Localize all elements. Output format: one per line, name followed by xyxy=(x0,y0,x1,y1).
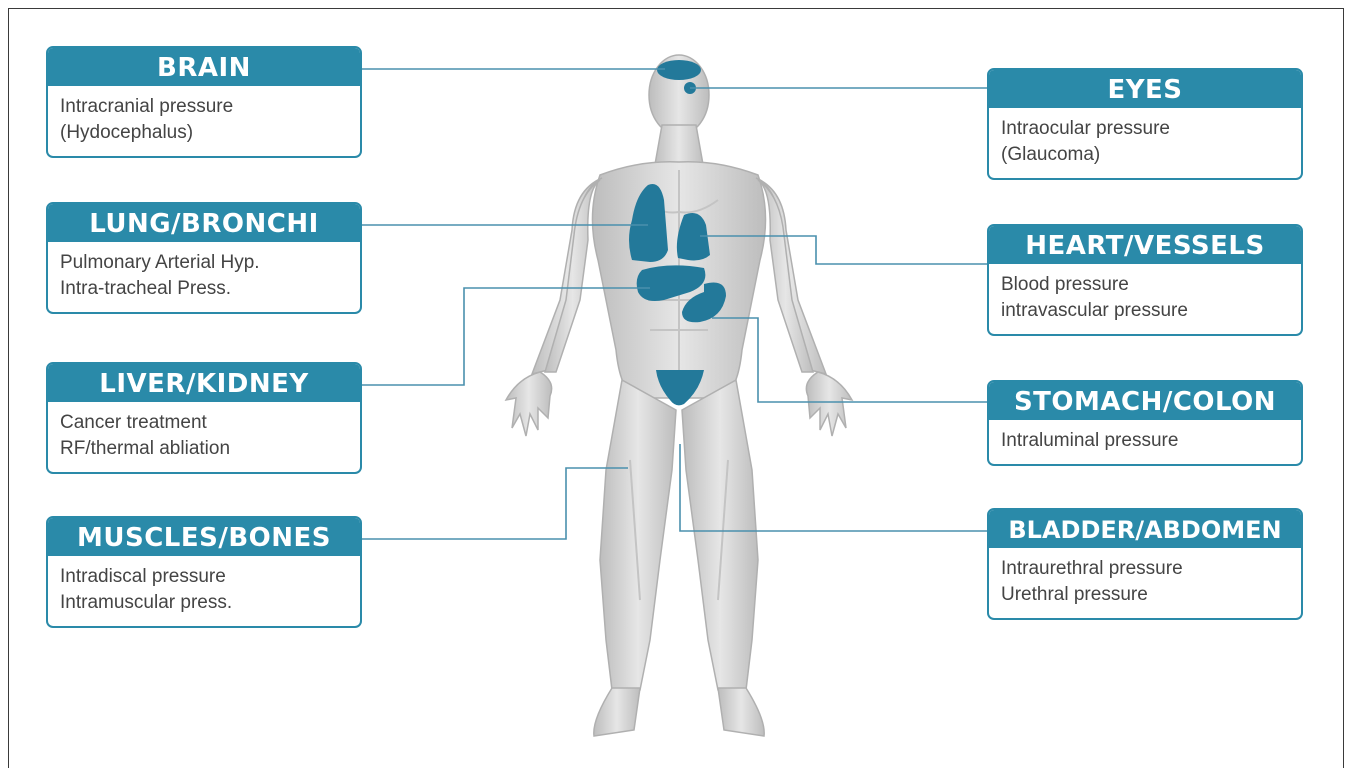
stomach-card-body: Intraluminal pressure xyxy=(989,420,1301,464)
left-arm-shape xyxy=(532,178,602,374)
lung-card-title: LUNG/BRONCHI xyxy=(48,204,360,242)
bladder-card: BLADDER/ABDOMEN Intraurethral pressure U… xyxy=(987,508,1303,620)
heart-card-title: HEART/VESSELS xyxy=(989,226,1301,264)
lung-card: LUNG/BRONCHI Pulmonary Arterial Hyp. Int… xyxy=(46,202,362,314)
heart-card-line: Blood pressure xyxy=(1001,272,1289,298)
bladder-card-line: Urethral pressure xyxy=(1001,582,1289,608)
right-foot-shape xyxy=(718,688,764,736)
bladder-card-body: Intraurethral pressure Urethral pressure xyxy=(989,548,1301,618)
bladder-card-line: Intraurethral pressure xyxy=(1001,556,1289,582)
stomach-connector xyxy=(712,318,988,402)
heart-card-body: Blood pressure intravascular pressure xyxy=(989,264,1301,334)
brain-organ xyxy=(657,60,701,80)
liver-card-title: LIVER/KIDNEY xyxy=(48,364,360,402)
lung-card-body: Pulmonary Arterial Hyp. Intra-tracheal P… xyxy=(48,242,360,312)
heart-card: HEART/VESSELS Blood pressure intravascul… xyxy=(987,224,1303,336)
brain-card-body: Intracranial pressure (Hydocephalus) xyxy=(48,86,360,156)
liver-card-line: Cancer treatment xyxy=(60,410,348,436)
brain-card: BRAIN Intracranial pressure (Hydocephalu… xyxy=(46,46,362,158)
liver-card: LIVER/KIDNEY Cancer treatment RF/thermal… xyxy=(46,362,362,474)
left-hand-shape xyxy=(506,372,552,436)
eyes-card: EYES Intraocular pressure (Glaucoma) xyxy=(987,68,1303,180)
lung-card-line: Intra-tracheal Press. xyxy=(60,276,348,302)
stomach-card-title: STOMACH/COLON xyxy=(989,382,1301,420)
brain-card-line: (Hydocephalus) xyxy=(60,120,348,146)
left-leg-shape xyxy=(600,380,676,690)
eyes-card-line: Intraocular pressure xyxy=(1001,116,1289,142)
left-foot-shape xyxy=(594,688,640,736)
liver-card-body: Cancer treatment RF/thermal abliation xyxy=(48,402,360,472)
muscles-card-line: Intramuscular press. xyxy=(60,590,348,616)
right-hand-shape xyxy=(806,372,852,436)
right-arm-shape xyxy=(756,178,826,374)
bladder-card-title: BLADDER/ABDOMEN xyxy=(989,510,1301,548)
bladder-organ xyxy=(656,370,704,405)
eyes-card-line: (Glaucoma) xyxy=(1001,142,1289,168)
muscles-card-line: Intradiscal pressure xyxy=(60,564,348,590)
stomach-card: STOMACH/COLON Intraluminal pressure xyxy=(987,380,1303,466)
brain-card-line: Intracranial pressure xyxy=(60,94,348,120)
eyes-card-body: Intraocular pressure (Glaucoma) xyxy=(989,108,1301,178)
liver-card-line: RF/thermal abliation xyxy=(60,436,348,462)
right-leg-shape xyxy=(682,380,758,690)
muscles-card: MUSCLES/BONES Intradiscal pressure Intra… xyxy=(46,516,362,628)
lung-card-line: Pulmonary Arterial Hyp. xyxy=(60,250,348,276)
muscles-connector xyxy=(361,468,628,539)
muscles-card-title: MUSCLES/BONES xyxy=(48,518,360,556)
brain-card-title: BRAIN xyxy=(48,48,360,86)
heart-card-line: intravascular pressure xyxy=(1001,298,1289,324)
eyes-card-title: EYES xyxy=(989,70,1301,108)
stomach-card-line: Intraluminal pressure xyxy=(1001,428,1289,454)
muscles-card-body: Intradiscal pressure Intramuscular press… xyxy=(48,556,360,626)
